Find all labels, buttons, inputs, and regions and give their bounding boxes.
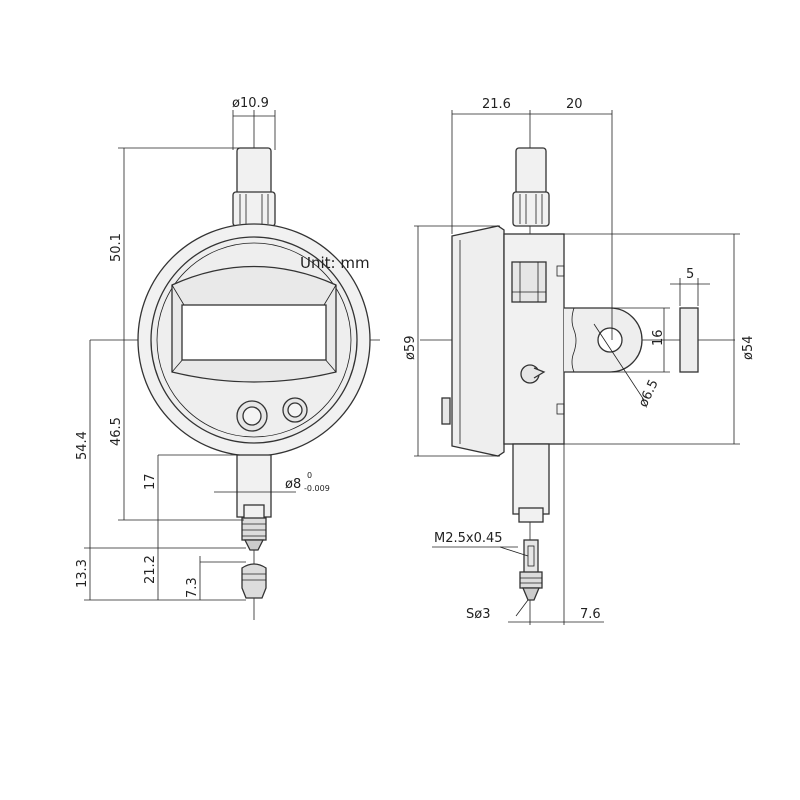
side-case [503, 233, 565, 445]
dim-stem-diameter: ø10.9 [232, 96, 269, 111]
dim-stem-length: 17 [143, 473, 158, 490]
side-view: 21.6 20 ø59 ø54 5 16 ø6.5 M2.5x0.45 Sø3 … [403, 97, 756, 625]
spindle [236, 454, 272, 551]
dim-tip-offset: 7.6 [580, 607, 601, 622]
dim-spindle-tol-upper: 0 [307, 471, 312, 480]
dim-lug-thickness: 5 [686, 267, 694, 282]
lug-section [679, 307, 699, 373]
mounting-lug [564, 307, 699, 373]
dim-contact-diameter: Sø3 [466, 607, 490, 622]
dim-height-bottom: 54.4 [75, 431, 90, 460]
dim-body-diameter: ø59 [403, 336, 418, 361]
side-dimension-lines [414, 110, 740, 625]
dim-lug-hole: ø6.5 [636, 377, 662, 409]
lcd-display [171, 265, 337, 383]
dim-tip-length: 21.2 [143, 555, 158, 584]
dim-tip-total: 13.3 [75, 559, 90, 588]
dim-depth-front: 21.6 [482, 97, 511, 112]
dim-depth-back: 20 [566, 97, 583, 112]
contact-point [241, 563, 267, 599]
dim-thread: M2.5x0.45 [434, 531, 503, 546]
dim-spindle-tol-lower: -0.009 [304, 484, 330, 493]
front-dimension-lines [84, 110, 296, 601]
dim-lug-diameter: ø54 [741, 336, 756, 361]
dim-spindle-diameter: ø8 [285, 477, 301, 492]
dim-lug-width: 16 [651, 329, 666, 346]
front-view: ø10.9 50.1 54.4 46.5 17 ø8 0 -0.009 13.3… [75, 96, 380, 620]
dim-center-to-tip: 46.5 [109, 417, 124, 446]
side-bezel [441, 225, 505, 457]
dim-tip-short: 7.3 [185, 577, 200, 598]
unit-note: Unit: mm [300, 254, 370, 272]
side-top-stem [512, 147, 550, 227]
front-buttons [236, 397, 308, 432]
dim-height-top: 50.1 [109, 233, 124, 262]
top-stem [232, 147, 276, 227]
lug-hole [597, 327, 623, 353]
side-spindle [512, 443, 550, 601]
